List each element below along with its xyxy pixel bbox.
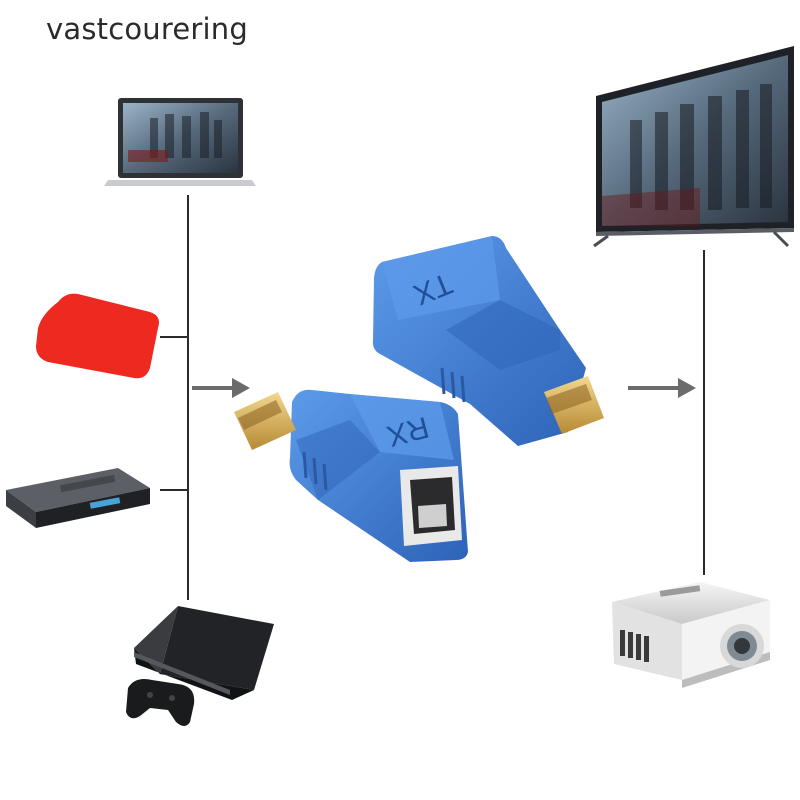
hdmi-receiver-adapter: RX [234,389,468,562]
arrow-icon [192,378,250,398]
source-bus-lines [160,195,189,600]
dvd-player-icon [6,468,150,528]
game-console-icon [134,606,274,700]
arrow-icon [628,378,696,398]
red-rounded-square-icon [36,293,159,379]
hdmi-transmitter-adapter: TX [372,236,604,446]
projector-icon [612,582,770,688]
laptop-icon [104,98,256,186]
television-icon [593,46,794,248]
gamepad-icon [126,679,195,726]
watermark-text: vastcourering [46,12,248,46]
